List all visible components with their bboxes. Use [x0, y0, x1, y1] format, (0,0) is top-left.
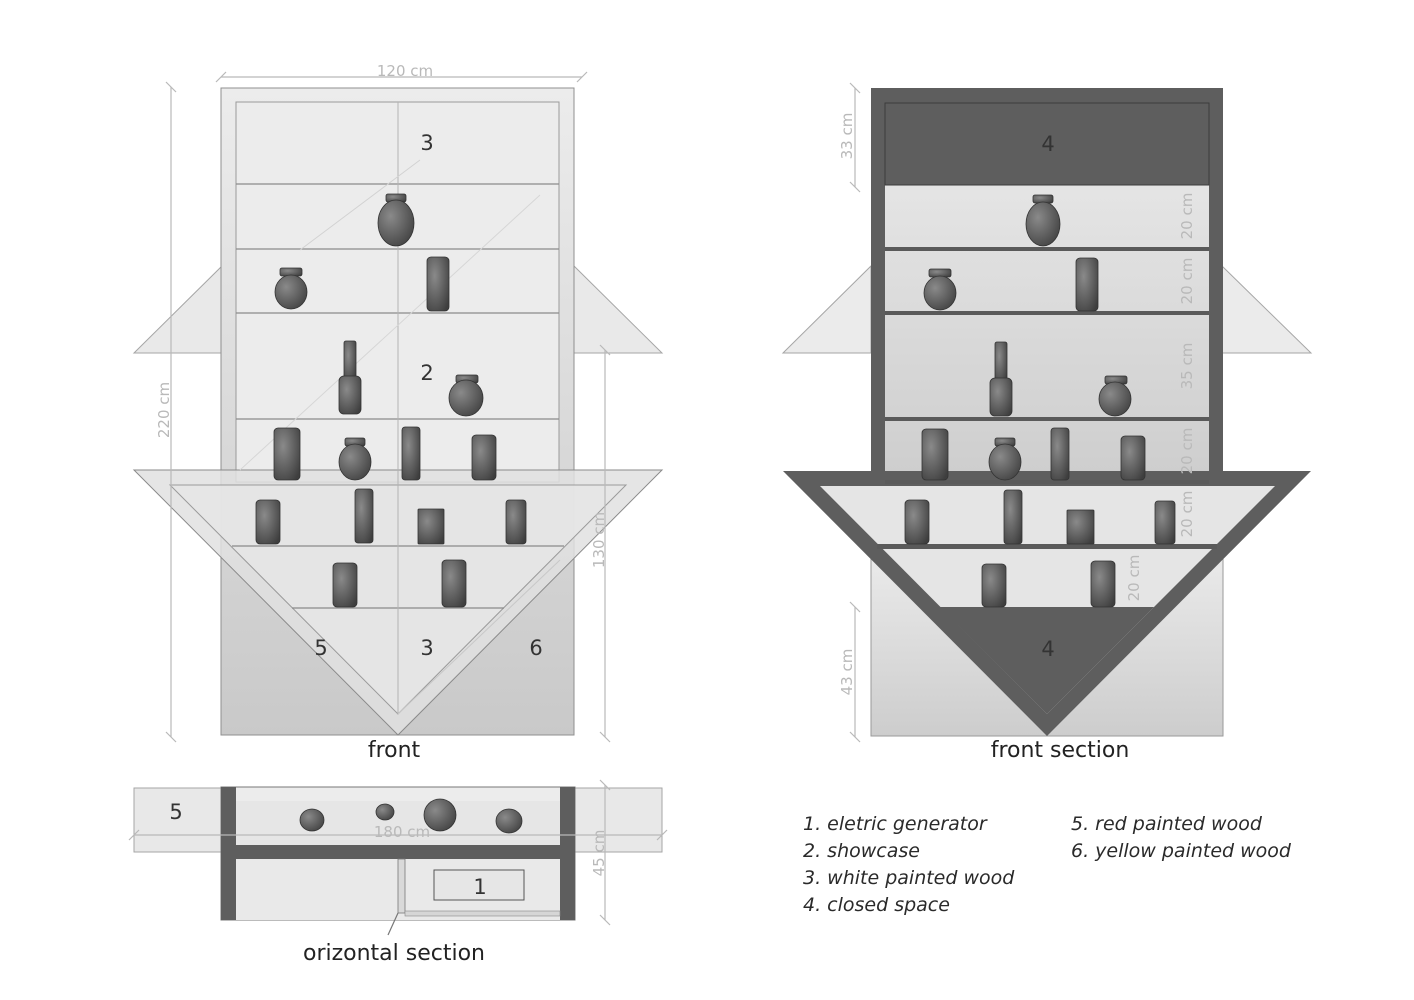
legend: 1. eletric generator 2. showcase 3. whit… [803, 813, 1292, 916]
legend-item-4: 4. closed space [803, 894, 950, 916]
hs-floor-strip [404, 910, 561, 917]
hs-label-1: 1 [473, 875, 486, 899]
section-left-wing [781, 264, 872, 354]
hs-width-dim: 180 cm [374, 823, 430, 841]
legend-item-1: 1. eletric generator [803, 813, 988, 835]
left-wing [132, 264, 223, 354]
closed-space-bottom [940, 607, 1154, 714]
section-top-dim: 33 cm [838, 113, 856, 160]
hs-label-5: 5 [169, 800, 182, 824]
front-label-2: 2 [420, 361, 433, 385]
front-label-3-bottom: 3 [420, 636, 433, 660]
hs-depth-dim: 45 cm [590, 830, 608, 877]
legend-item-2: 2. showcase [803, 840, 920, 862]
section-shelves [877, 247, 1217, 549]
section-dimensions [849, 82, 861, 743]
section-jars [904, 194, 1176, 608]
shelf-dim-2: 20 cm [1178, 258, 1196, 305]
shelf-dim-5: 20 cm [1178, 491, 1196, 538]
horizontal-section-caption: orizontal section [303, 941, 485, 966]
legend-item-6: 6. yellow painted wood [1071, 840, 1292, 862]
front-dimensions [165, 71, 611, 743]
horizontal-section-view [133, 786, 663, 936]
front-height-dim: 220 cm [155, 382, 173, 438]
shelf-dim-1: 20 cm [1178, 193, 1196, 240]
legend-item-3: 3. white painted wood [803, 867, 1015, 889]
front-label-3-top: 3 [420, 131, 433, 155]
section-label-4-bottom: 4 [1041, 637, 1054, 661]
hs-dimensions [128, 779, 668, 926]
closed-space-top [884, 102, 1210, 186]
shelf-dim-3: 35 cm [1178, 343, 1196, 390]
shelf-dim-4: 20 cm [1178, 428, 1196, 475]
hs-walls [221, 787, 575, 920]
front-caption: front [368, 738, 421, 763]
section-label-4-top: 4 [1041, 132, 1054, 156]
section-bottom-dim: 43 cm [838, 649, 856, 696]
hs-generator-box [433, 869, 525, 901]
front-lower-dim: 130 cm [590, 512, 608, 568]
front-view [132, 87, 664, 736]
front-section-caption: front section [991, 738, 1130, 763]
shelf-dim-6: 20 cm [1125, 555, 1143, 602]
section-right-wing [1221, 264, 1313, 354]
hs-door [397, 858, 406, 914]
front-label-5: 5 [314, 636, 327, 660]
right-wing [573, 264, 664, 354]
legend-item-5: 5. red painted wood [1071, 813, 1263, 835]
front-jars [255, 193, 527, 608]
hs-jars [299, 798, 523, 834]
front-width-dim: 120 cm [377, 62, 433, 80]
front-label-6: 6 [529, 636, 542, 660]
